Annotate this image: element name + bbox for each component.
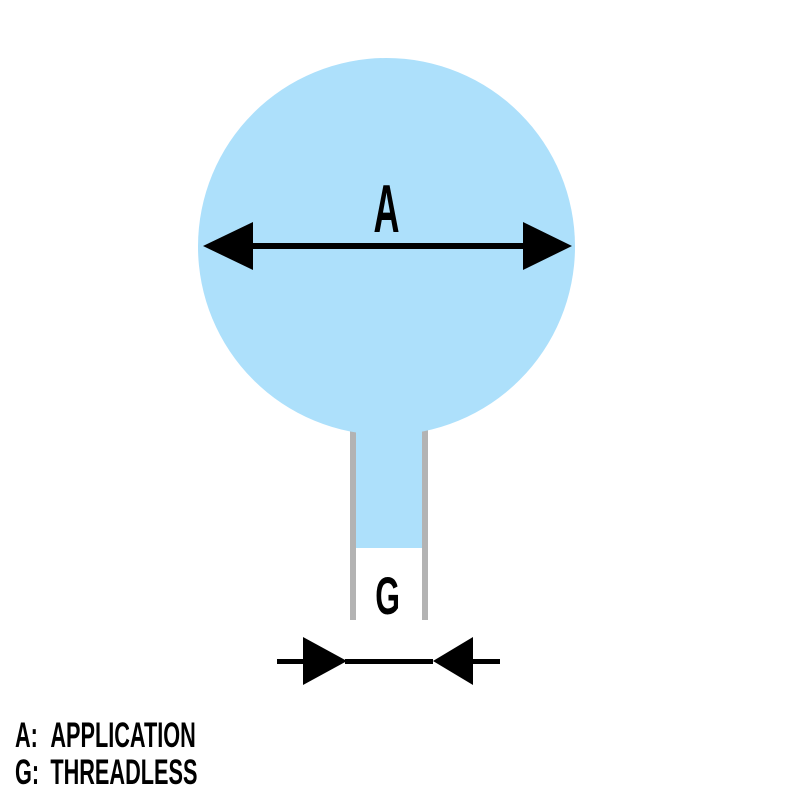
dimension-label-g: G — [288, 570, 488, 623]
arrow-g-lead-line-left — [277, 659, 304, 664]
neck-outline-left-line — [350, 427, 356, 620]
dimension-label-a-text: A — [373, 171, 401, 247]
neck-fill — [356, 425, 422, 548]
arrowhead-inward-left-icon — [303, 637, 347, 685]
dimension-label-a: A — [287, 175, 487, 243]
arrowhead-right-icon — [523, 222, 572, 270]
legend-label-g: THREADLESS — [50, 753, 198, 792]
legend-row-g: G: THREADLESS — [15, 755, 309, 790]
arrow-a-shaft — [249, 243, 527, 249]
arrowhead-left-icon — [203, 222, 253, 270]
arrow-g-span-line — [345, 659, 433, 664]
arrow-g-lead-line-right — [472, 659, 500, 664]
legend-key-g: G: — [15, 753, 40, 792]
legend-label-a: APPLICATION — [50, 716, 196, 755]
dimension-arrow-a — [203, 222, 572, 270]
dimension-label-g-text: G — [375, 567, 401, 626]
arrowhead-inward-right-icon — [433, 637, 473, 685]
neck-outline-right-line — [422, 427, 428, 620]
legend-row-a: A: APPLICATION — [15, 718, 307, 753]
legend-key-a: A: — [15, 716, 38, 755]
